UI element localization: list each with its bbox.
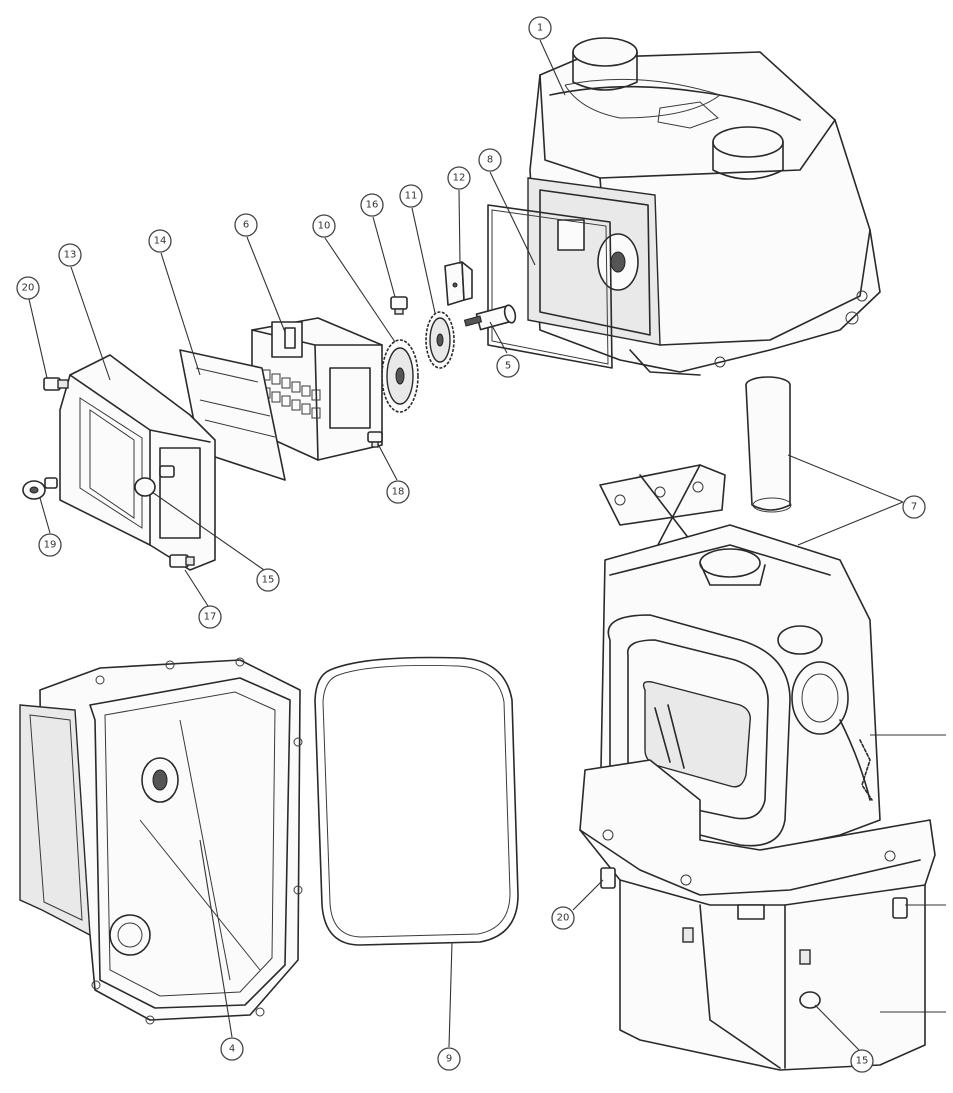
part-base-lower-right [579,759,936,1071]
svg-text:11: 11 [405,191,418,202]
callout-14: 14 [148,229,172,253]
svg-text:12: 12 [453,173,466,184]
screw-17 [169,554,195,568]
svg-text:14: 14 [154,236,167,247]
callout-9: 9 [437,1047,461,1071]
svg-text:20: 20 [22,283,35,294]
svg-text:1: 1 [537,23,543,34]
callout-17: 17 [198,605,222,629]
svg-text:18: 18 [392,487,405,498]
svg-text:15: 15 [262,575,275,586]
callout-5: 5 [496,354,520,378]
callout-7: 7 [902,495,926,519]
callout-19: 19 [38,533,62,557]
svg-text:6: 6 [243,220,249,231]
callout-11: 11 [399,184,423,208]
svg-text:16: 16 [366,200,379,211]
svg-text:20: 20 [557,913,570,924]
callout-15-bottom: 15 [850,1049,874,1073]
part-gasket-9 [314,656,519,946]
screw-20a [43,377,69,391]
part-bracket-12 [444,261,473,306]
callout-4: 4 [220,1037,244,1061]
part-lower-housing-4 [19,657,303,1025]
callout-12: 12 [447,166,471,190]
callout-18: 18 [386,480,410,504]
callout-1: 1 [528,16,552,40]
callout-8: 8 [478,148,502,172]
callout-16: 16 [360,193,384,217]
svg-text:10: 10 [318,221,331,232]
svg-text:13: 13 [64,250,77,261]
svg-text:9: 9 [446,1054,452,1065]
part-screw-16 [390,296,408,315]
leader-lines [28,39,946,1051]
callout-6: 6 [234,213,258,237]
screw-19 [22,477,58,500]
screw-15a [134,465,175,497]
callout-13: 13 [58,243,82,267]
svg-text:17: 17 [204,612,217,623]
callout-15-top: 15 [256,568,280,592]
svg-text:4: 4 [229,1044,235,1055]
part-counter-6 [251,317,383,461]
callout-10: 10 [312,214,336,238]
callout-20-top: 20 [16,276,40,300]
part-top-cover [527,37,881,376]
svg-text:7: 7 [911,502,917,513]
part-gear-11 [425,311,455,369]
part-gasket-8 [487,204,613,369]
svg-text:15: 15 [856,1056,869,1067]
part-gear-10 [381,339,419,413]
svg-text:5: 5 [505,361,511,372]
callout-20-bottom: 20 [551,906,575,930]
svg-text:8: 8 [487,155,493,166]
svg-text:19: 19 [44,540,57,551]
part-shaft-5 [463,304,517,331]
